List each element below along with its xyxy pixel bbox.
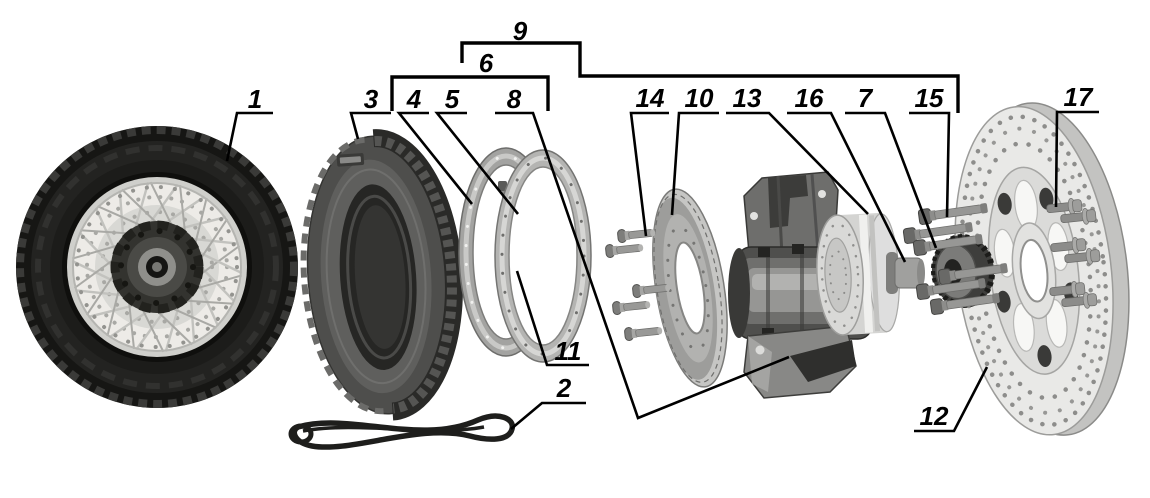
part-label-9: 9 — [513, 16, 528, 46]
part-label-14: 14 — [636, 83, 665, 113]
part-label-1: 1 — [248, 84, 262, 114]
complete-wheel-photo — [16, 126, 298, 408]
tire — [300, 129, 463, 421]
bracket-group-6 — [390, 75, 550, 111]
valve-cap — [498, 181, 507, 191]
rim-band — [288, 413, 516, 450]
brake-disc — [954, 102, 1130, 436]
part-label-7: 7 — [858, 83, 874, 113]
part-label-2: 2 — [556, 373, 572, 403]
leader-15 — [909, 111, 951, 218]
leader-11 — [515, 270, 589, 367]
part-label-4: 4 — [406, 84, 422, 114]
hub-flange-disc — [652, 188, 728, 388]
leader-5 — [434, 111, 520, 215]
bracket-group-9 — [460, 41, 960, 113]
leader-8 — [495, 111, 790, 420]
part-label-8: 8 — [507, 84, 522, 114]
tire-knobs — [16, 126, 298, 408]
spoke-rim — [458, 147, 592, 363]
leader-10 — [670, 111, 719, 216]
part-label-12: 12 — [920, 401, 949, 431]
callout-numbers: 1 2 3 4 5 6 7 8 9 10 11 12 13 14 15 16 1… — [248, 16, 1094, 431]
part-label-13: 13 — [733, 83, 762, 113]
leader-1 — [225, 111, 273, 162]
leader-16 — [787, 111, 907, 263]
leader-14 — [629, 111, 669, 237]
callout-lines — [225, 41, 1099, 433]
part-label-15: 15 — [915, 83, 944, 113]
part-label-17: 17 — [1064, 82, 1094, 112]
axle-spacer — [886, 252, 925, 294]
leader-17 — [1054, 110, 1099, 208]
leader-2 — [510, 401, 586, 430]
leader-12 — [914, 366, 989, 433]
part-label-16: 16 — [795, 83, 824, 113]
disc-drill-holes-outer — [959, 114, 1109, 428]
leader-13 — [726, 111, 869, 215]
leader-3 — [349, 111, 391, 140]
part-label-6: 6 — [479, 48, 494, 78]
leader-7 — [845, 111, 938, 249]
leader-4 — [396, 111, 474, 205]
part-label-10: 10 — [685, 83, 714, 113]
part-label-3: 3 — [364, 84, 379, 114]
part-label-11: 11 — [555, 336, 582, 366]
wheel-spokes — [71, 181, 243, 353]
bearing-drum — [816, 212, 900, 336]
part-label-5: 5 — [445, 84, 460, 114]
